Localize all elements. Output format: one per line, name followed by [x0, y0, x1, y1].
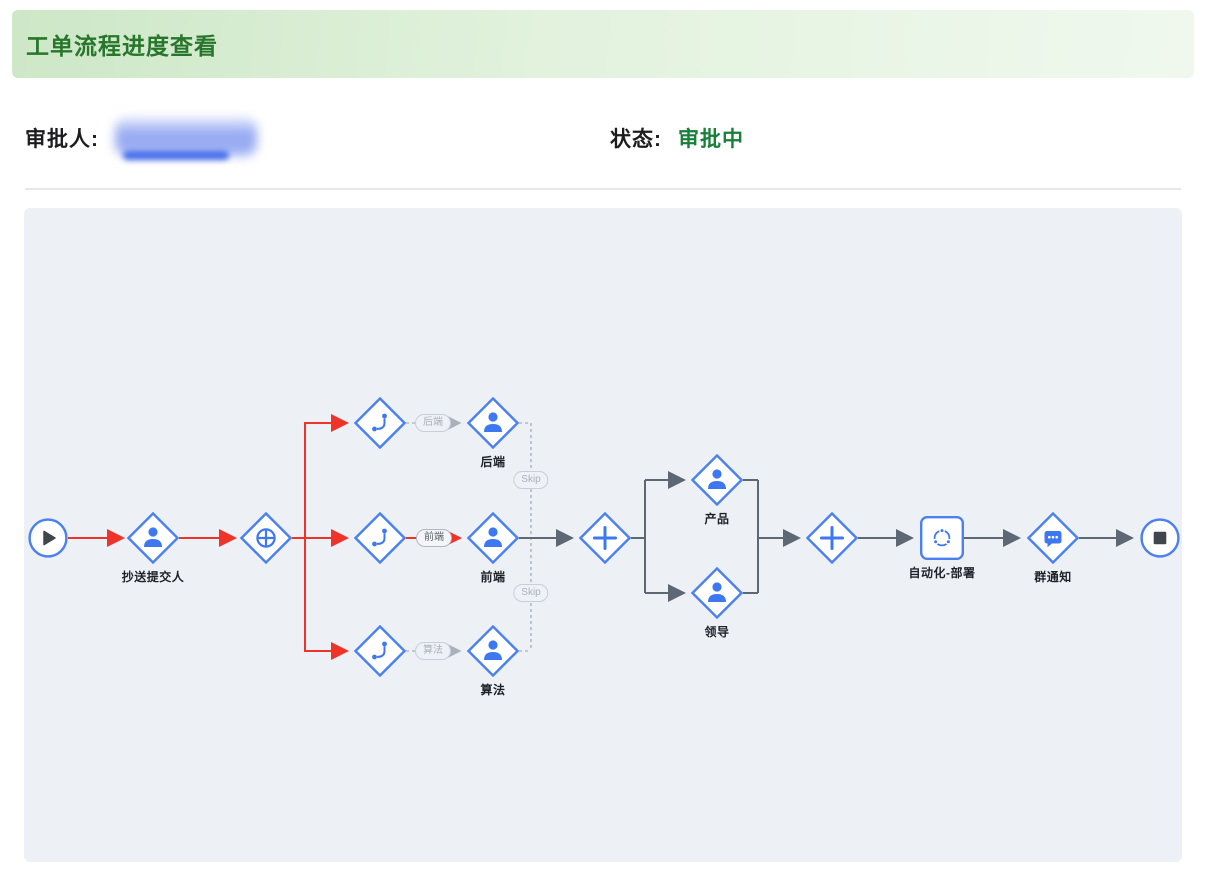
play-icon	[28, 518, 68, 558]
node-product[interactable]	[690, 453, 744, 511]
plus-icon	[805, 511, 859, 565]
node-label-cc-submitter: 抄送提交人	[121, 570, 185, 584]
node-label-backend: 后端	[480, 455, 506, 469]
branch-icon	[353, 511, 407, 565]
node-condition-frontend[interactable]	[353, 511, 407, 569]
user-icon	[690, 453, 744, 507]
node-label-algorithm: 算法	[480, 683, 506, 697]
edge-label-skip-bottom: Skip	[513, 584, 549, 602]
node-cc-submitter[interactable]	[126, 511, 180, 569]
branch-icon	[353, 624, 407, 678]
node-label-product: 产品	[704, 512, 730, 526]
node-condition-backend[interactable]	[353, 396, 407, 454]
node-branch-gateway[interactable]	[239, 511, 293, 569]
page-title: 工单流程进度查看	[26, 33, 218, 59]
stop-icon	[1140, 518, 1180, 558]
node-algorithm[interactable]	[466, 624, 520, 682]
node-parallel-gateway-open[interactable]	[578, 511, 632, 569]
cycle-icon	[920, 516, 964, 560]
chat-icon	[1026, 511, 1080, 565]
circle-cross-icon	[239, 511, 293, 565]
node-label-leader: 领导	[704, 625, 730, 639]
user-icon	[126, 511, 180, 565]
status-field: 状态: 审批中	[610, 112, 744, 164]
branch-icon	[353, 396, 407, 450]
user-icon	[690, 566, 744, 620]
node-leader[interactable]	[690, 566, 744, 624]
info-row: 审批人: 状态: 审批中	[25, 112, 1181, 164]
node-start[interactable]	[28, 518, 68, 563]
flow-edges	[68, 414, 1134, 660]
node-end[interactable]	[1140, 518, 1180, 563]
edge-label-algorithm: 算法	[415, 642, 451, 660]
approver-label: 审批人:	[25, 128, 99, 151]
edge-label-backend: 后端	[415, 414, 451, 432]
plus-icon	[578, 511, 632, 565]
node-condition-algorithm[interactable]	[353, 624, 407, 682]
node-frontend[interactable]	[466, 511, 520, 569]
node-automation-deploy[interactable]	[920, 516, 964, 565]
status-badge: 审批中	[678, 128, 744, 151]
node-group-notify[interactable]	[1026, 511, 1080, 569]
node-label-frontend: 前端	[480, 570, 506, 584]
node-label-automation-deploy: 自动化-部署	[908, 566, 976, 580]
edge-label-skip-top: Skip	[513, 471, 549, 489]
divider	[25, 188, 1181, 190]
user-icon	[466, 396, 520, 450]
approver-field: 审批人:	[25, 112, 265, 164]
redaction-blur	[115, 117, 257, 156]
flow-canvas[interactable]: 抄送提交人	[24, 208, 1182, 862]
user-icon	[466, 624, 520, 678]
node-parallel-gateway-close[interactable]	[805, 511, 859, 569]
status-label: 状态:	[610, 128, 662, 151]
page-header: 工单流程进度查看	[12, 10, 1194, 78]
node-label-group-notify: 群通知	[1034, 570, 1072, 584]
approver-name-redacted	[113, 115, 265, 161]
redaction-blur-accent	[123, 151, 229, 160]
node-backend[interactable]	[466, 396, 520, 454]
edge-label-frontend: 前端	[416, 529, 452, 547]
user-icon	[466, 511, 520, 565]
